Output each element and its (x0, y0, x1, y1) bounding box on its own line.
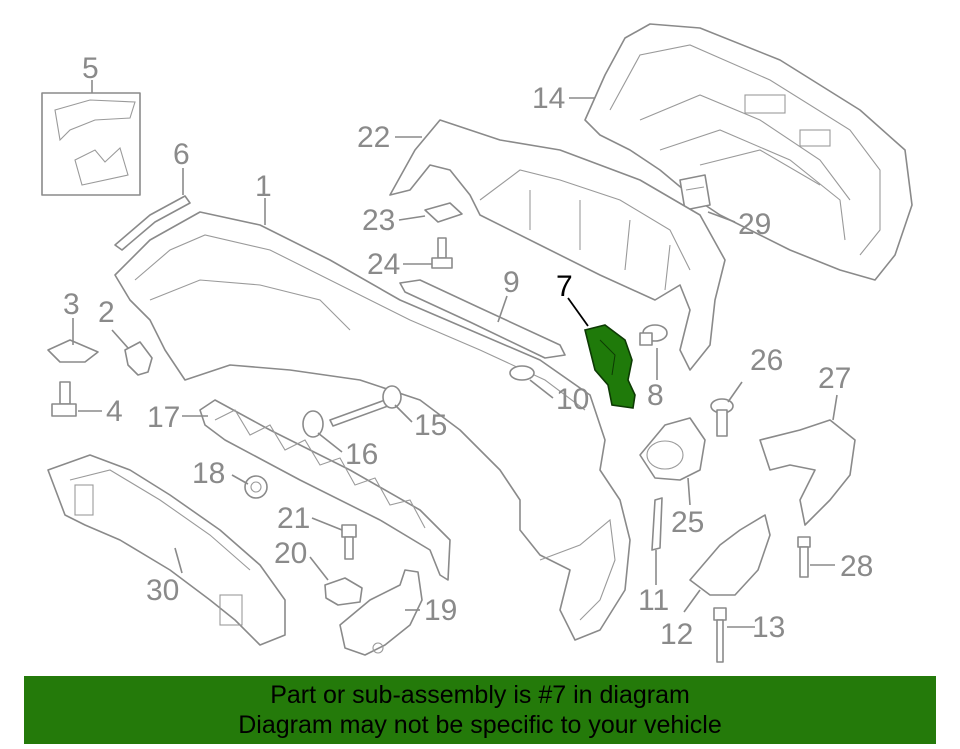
callout-12: 12 (660, 618, 693, 651)
part-14-bumper-carrier (584, 23, 913, 281)
part-10-nut (509, 365, 535, 381)
part-17-absorber (199, 399, 451, 581)
callout-labels: 5 6 1 3 2 4 7 8 9 10 14 15 16 17 18 19 2… (63, 52, 873, 651)
callout-6: 6 (173, 138, 190, 171)
banner-line-1: Part or sub-assembly is #7 in diagram (270, 681, 690, 709)
part-21-bolt (341, 524, 357, 560)
callout-17: 17 (147, 401, 180, 434)
callout-4: 4 (106, 395, 123, 428)
callout-20: 20 (274, 537, 307, 570)
part-19-bracket (339, 569, 423, 656)
callout-16: 16 (345, 438, 378, 471)
callout-14: 14 (532, 82, 565, 115)
callout-22: 22 (357, 121, 390, 154)
part-9-bracket (399, 279, 566, 359)
callout-30: 30 (146, 574, 179, 607)
callout-5: 5 (82, 52, 99, 85)
callout-26: 26 (750, 344, 783, 377)
banner-line-2: Diagram may not be specific to your vehi… (238, 711, 722, 739)
callout-24: 24 (367, 248, 400, 281)
part-30-bumper-beam (47, 454, 286, 646)
callout-10: 10 (556, 383, 589, 416)
callout-21: 21 (277, 502, 310, 535)
part-24-bolt (431, 237, 453, 269)
part-12-cover (689, 514, 771, 596)
callout-1: 1 (255, 170, 272, 203)
info-banner: Part or sub-assembly is #7 in diagram Di… (24, 676, 936, 744)
callout-9: 9 (503, 266, 520, 299)
part-1-bumper-cover (114, 211, 631, 641)
callout-19: 19 (424, 594, 457, 627)
part-15-pin (329, 385, 402, 427)
part-18-nut (244, 475, 268, 499)
callout-28: 28 (840, 550, 873, 583)
part-6-molding (114, 195, 191, 251)
callout-13: 13 (752, 611, 785, 644)
part-2-sensor (124, 341, 153, 376)
leader-lines (72, 80, 838, 628)
callout-2: 2 (98, 296, 115, 329)
part-29-clip (679, 174, 711, 211)
part-11-strip (651, 497, 663, 551)
part-23-clip (424, 202, 463, 223)
part-28-rivet (797, 536, 811, 578)
part-27-bracket (759, 419, 856, 526)
part-5-inset (41, 92, 141, 196)
callout-11: 11 (638, 584, 669, 617)
callout-7-highlighted: 7 (556, 270, 573, 303)
part-22-diffuser (389, 119, 726, 371)
part-4-bolt (51, 381, 77, 417)
part-16-washer (302, 410, 324, 438)
part-20-clip (324, 577, 363, 606)
part-25-socket (639, 417, 706, 481)
part-8-plug (639, 324, 668, 346)
callout-25: 25 (671, 506, 704, 539)
callout-23: 23 (362, 204, 395, 237)
callout-8: 8 (647, 379, 664, 412)
callout-3: 3 (63, 288, 80, 321)
part-7-bracket-highlighted (584, 324, 636, 409)
part-3-nut (47, 339, 99, 363)
callout-27: 27 (818, 362, 851, 395)
part-13-pin (713, 607, 727, 663)
callout-29: 29 (738, 208, 771, 241)
callout-18: 18 (192, 457, 225, 490)
part-26-screw (710, 398, 734, 437)
parts-diagram: 5 6 1 3 2 4 7 8 9 10 14 15 16 17 18 19 2… (41, 23, 913, 663)
callout-15: 15 (414, 409, 447, 442)
